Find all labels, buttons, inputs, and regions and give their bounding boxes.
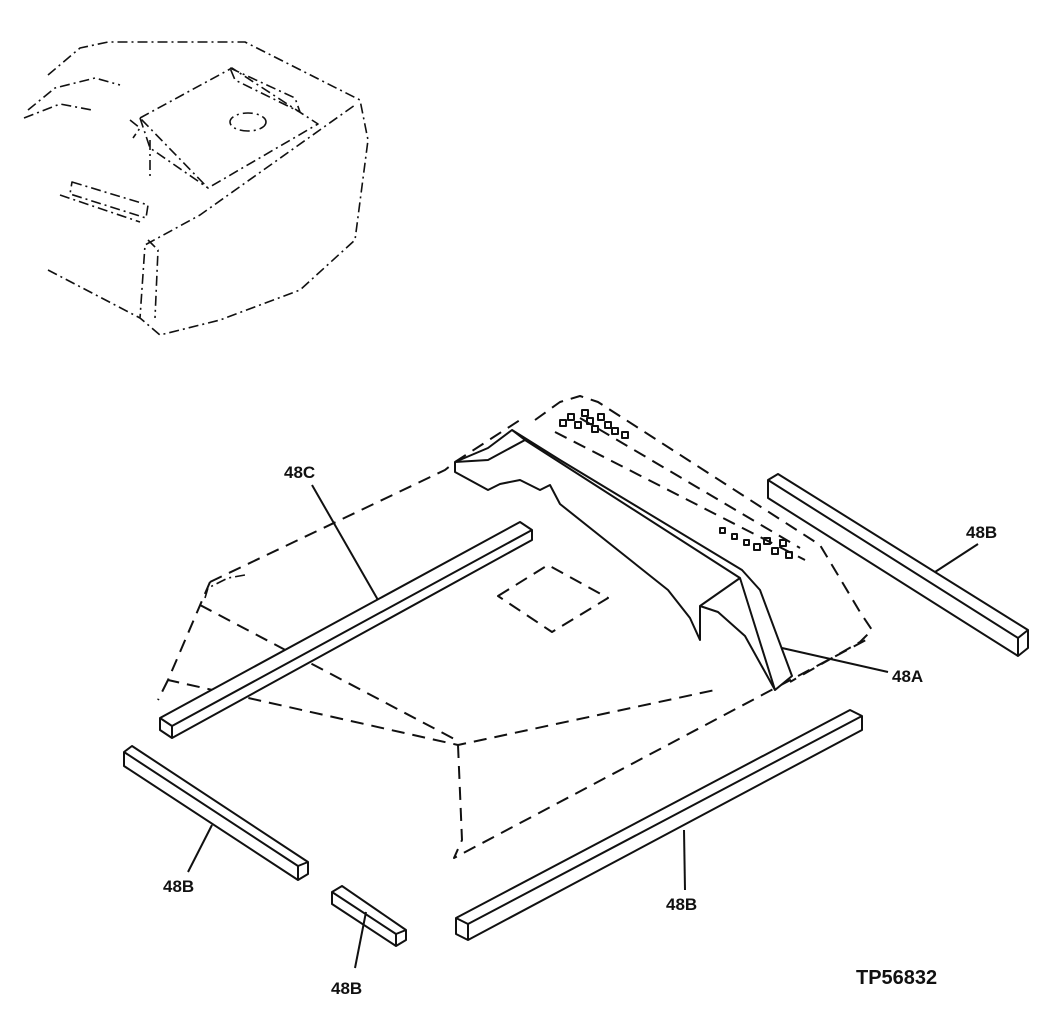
callout-48b-lower-left: 48B [163, 877, 194, 896]
leader-48b-right [934, 543, 979, 573]
panel-fastener-squares [559, 409, 793, 559]
part-48c-bar [159, 521, 533, 739]
part-48b-lower-left-bar [123, 745, 309, 881]
phantom-panel-outline [157, 395, 873, 859]
leader-lines [187, 484, 979, 969]
callout-48a: 48A [892, 667, 923, 686]
leader-48b-small [354, 911, 367, 969]
callout-48b-right: 48B [966, 523, 997, 542]
part-48b-small-block [331, 885, 407, 947]
callout-48b-bottom-long: 48B [666, 895, 697, 914]
part-48b-bottom-long-bar [455, 709, 863, 941]
callout-48b-bottom-small: 48B [331, 979, 362, 998]
leader-48c [311, 484, 379, 601]
leader-48a [781, 647, 889, 673]
phantom-machine-outline [23, 41, 369, 336]
part-48b-right-bar [767, 473, 1029, 657]
figure-reference-label: TP56832 [856, 967, 937, 989]
leader-48b-lower-left [187, 824, 213, 873]
leader-48b-long [683, 829, 686, 891]
part-48a-beam [454, 429, 793, 691]
callout-48c: 48C [284, 463, 315, 482]
